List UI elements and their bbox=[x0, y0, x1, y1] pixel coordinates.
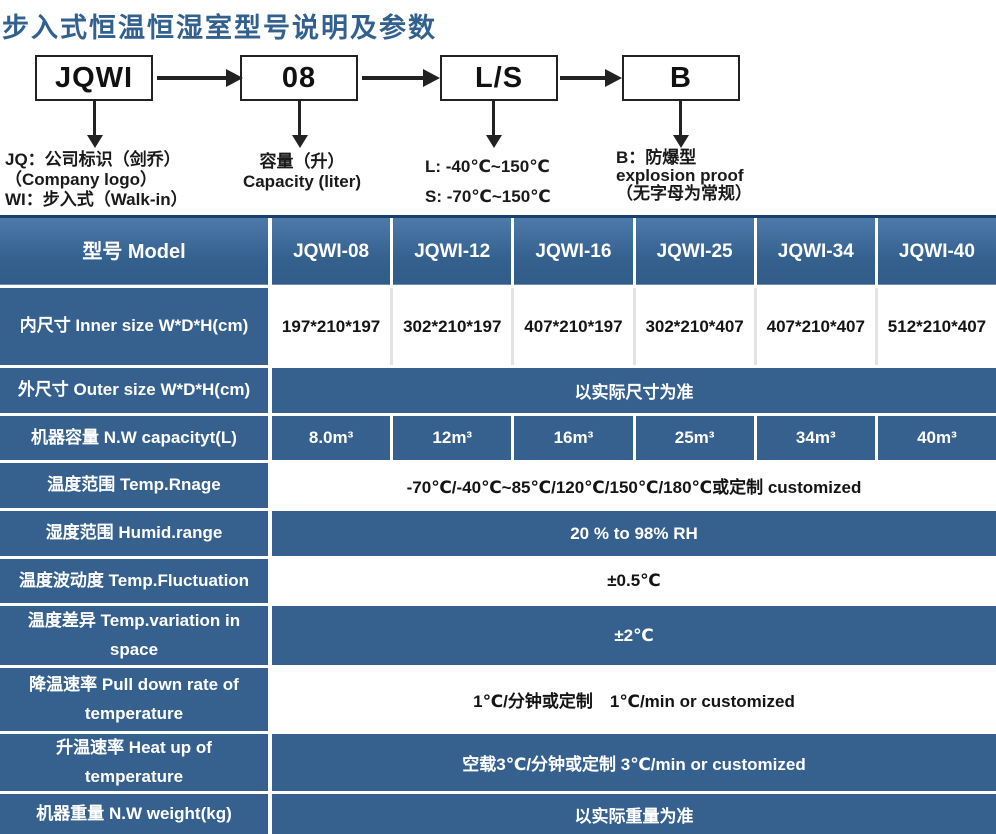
flow-box-company: JQWI bbox=[35, 55, 153, 101]
note-range: L: -40℃~150℃ S: -70℃~150℃ bbox=[425, 152, 551, 212]
note-type: B：防爆型 explosion proof （无字母为常规） bbox=[616, 149, 752, 203]
table-cell: 8.0m³ bbox=[272, 416, 391, 460]
table-span-cell: 以实际尺寸为准 bbox=[272, 368, 996, 413]
header-model: JQWI-25 bbox=[635, 218, 754, 285]
table-cell: 40m³ bbox=[877, 416, 996, 460]
table-cell: 302*210*197 bbox=[393, 288, 512, 365]
arrow-right-icon bbox=[605, 69, 622, 87]
table-span-cell: 以实际重量为准 bbox=[272, 794, 996, 834]
arrow-down-icon bbox=[486, 135, 502, 148]
table-cell: 34m³ bbox=[756, 416, 875, 460]
row-label: 湿度范围 Humid.range bbox=[0, 511, 268, 556]
note-company: JQ：公司标识（剑乔） （Company logo） WI：步入式（Walk-i… bbox=[5, 150, 188, 210]
table-cell: 407*210*407 bbox=[756, 288, 875, 365]
table-row-temp-range: 温度范围 Temp.Rnage -70℃/-40℃~85℃/120℃/150℃/… bbox=[0, 463, 996, 508]
row-label: 机器容量 N.W capacityt(L) bbox=[0, 416, 268, 460]
table-span-cell: 1℃/分钟或定制 1℃/min or customized bbox=[272, 668, 996, 731]
table-cell: 16m³ bbox=[514, 416, 633, 460]
row-label: 温度范围 Temp.Rnage bbox=[0, 463, 268, 508]
table-cell: 302*210*407 bbox=[635, 288, 754, 365]
table-cell: 407*210*197 bbox=[514, 288, 633, 365]
arrow-down-icon bbox=[679, 101, 682, 137]
header-model: JQWI-12 bbox=[393, 218, 512, 285]
table-row-pulldown-rate: 降温速率 Pull down rate of temperature 1℃/分钟… bbox=[0, 668, 996, 731]
arrow-right-icon bbox=[362, 76, 426, 80]
arrow-down-icon bbox=[673, 135, 689, 148]
row-label: 温度差异 Temp.variation in space bbox=[0, 606, 268, 665]
note-line: explosion proof bbox=[616, 166, 744, 185]
note-line: L: -40℃~150℃ bbox=[425, 157, 550, 176]
flow-box-range: L/S bbox=[440, 55, 558, 101]
header-model: JQWI-08 bbox=[272, 218, 391, 285]
page-title: 步入式恒温恒湿室型号说明及参数 bbox=[2, 13, 437, 43]
table-cell: 197*210*197 bbox=[272, 288, 391, 365]
row-label: 降温速率 Pull down rate of temperature bbox=[0, 668, 268, 731]
note-line: 容量（升） bbox=[259, 152, 345, 171]
arrow-right-icon bbox=[560, 76, 608, 80]
arrow-right-icon bbox=[423, 69, 440, 87]
table-row-weight: 机器重量 N.W weight(kg) 以实际重量为准 bbox=[0, 794, 996, 834]
table-row-humidity-range: 湿度范围 Humid.range 20 % to 98% RH bbox=[0, 511, 996, 556]
row-label: 升温速率 Heat up of temperature bbox=[0, 734, 268, 791]
note-line: S: -70℃~150℃ bbox=[425, 187, 551, 206]
header-model: JQWI-34 bbox=[756, 218, 875, 285]
table-row-temp-fluctuation: 温度波动度 Temp.Fluctuation ±0.5℃ bbox=[0, 559, 996, 603]
flow-box-capacity: 08 bbox=[240, 55, 358, 101]
note-line: B：防爆型 bbox=[616, 148, 697, 167]
table-span-cell: -70℃/-40℃~85℃/120℃/150℃/180℃或定制 customiz… bbox=[272, 463, 996, 508]
header-model-label: 型号 Model bbox=[0, 218, 268, 285]
note-line: （无字母为常规） bbox=[616, 184, 752, 203]
arrow-down-icon bbox=[93, 101, 96, 137]
arrow-down-icon bbox=[298, 101, 301, 137]
arrow-right-icon bbox=[157, 76, 229, 80]
row-label: 温度波动度 Temp.Fluctuation bbox=[0, 559, 268, 603]
spec-table: 型号 Model JQWI-08 JQWI-12 JQWI-16 JQWI-25… bbox=[0, 215, 996, 834]
flow-box-type: B bbox=[622, 55, 740, 101]
note-capacity: 容量（升） Capacity (liter) bbox=[216, 152, 388, 192]
table-cell: 25m³ bbox=[635, 416, 754, 460]
note-line: WI：步入式（Walk-in） bbox=[5, 190, 188, 209]
table-span-cell: 空载3℃/分钟或定制 3℃/min or customized bbox=[272, 734, 996, 791]
table-span-cell: ±2℃ bbox=[272, 606, 996, 665]
note-line: JQ：公司标识（剑乔） bbox=[5, 150, 181, 169]
row-label: 内尺寸 Inner size W*D*H(cm) bbox=[0, 288, 268, 365]
arrow-down-icon bbox=[492, 101, 495, 137]
table-cell: 512*210*407 bbox=[877, 288, 996, 365]
table-row-heatup-rate: 升温速率 Heat up of temperature 空载3℃/分钟或定制 3… bbox=[0, 734, 996, 791]
table-span-cell: 20 % to 98% RH bbox=[272, 511, 996, 556]
table-row-outer-size: 外尺寸 Outer size W*D*H(cm) 以实际尺寸为准 bbox=[0, 368, 996, 413]
table-span-cell: ±0.5℃ bbox=[272, 559, 996, 603]
note-line: Capacity (liter) bbox=[242, 172, 362, 191]
header-model: JQWI-40 bbox=[877, 218, 996, 285]
arrow-right-icon bbox=[226, 69, 243, 87]
table-row-inner-size: 内尺寸 Inner size W*D*H(cm) 197*210*197 302… bbox=[0, 288, 996, 365]
table-row-temp-variation: 温度差异 Temp.variation in space ±2℃ bbox=[0, 606, 996, 665]
note-line: （Company logo） bbox=[5, 170, 158, 189]
table-cell: 12m³ bbox=[393, 416, 512, 460]
header-model: JQWI-16 bbox=[514, 218, 633, 285]
arrow-down-icon bbox=[292, 135, 308, 148]
row-label: 机器重量 N.W weight(kg) bbox=[0, 794, 268, 834]
table-row-capacity: 机器容量 N.W capacityt(L) 8.0m³ 12m³ 16m³ 25… bbox=[0, 416, 996, 460]
table-header-row: 型号 Model JQWI-08 JQWI-12 JQWI-16 JQWI-25… bbox=[0, 218, 996, 285]
row-label: 外尺寸 Outer size W*D*H(cm) bbox=[0, 368, 268, 413]
arrow-down-icon bbox=[87, 135, 103, 148]
